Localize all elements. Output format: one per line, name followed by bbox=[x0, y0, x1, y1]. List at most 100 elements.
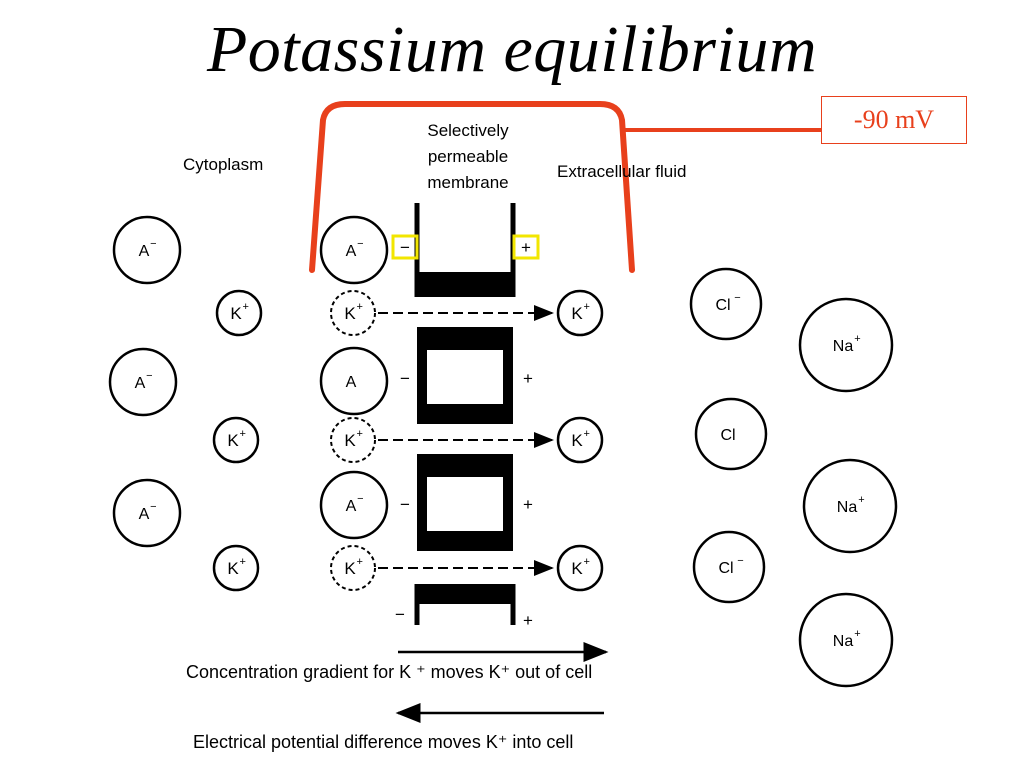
chloride-ion-15: Cl− bbox=[689, 267, 763, 341]
anion-ion-2: A− bbox=[108, 347, 178, 417]
charge-plus-4: + bbox=[523, 611, 533, 630]
potassium-ion-14: K+ bbox=[556, 544, 604, 592]
potassium-ion-charge: + bbox=[239, 428, 245, 440]
anion-ion-label: A bbox=[135, 375, 146, 392]
sodium-ion-charge: + bbox=[858, 494, 864, 506]
membrane-segment-top bbox=[414, 203, 516, 297]
potassium-ion-label: K bbox=[571, 304, 583, 323]
sodium-ion-circle bbox=[798, 297, 894, 393]
charge-minus-2: − bbox=[400, 369, 410, 388]
sodium-ion-circle bbox=[798, 592, 894, 688]
potassium-ion-label: K bbox=[227, 431, 239, 450]
potassium-ion-9: K+ bbox=[212, 416, 260, 464]
ions-layer: A−A−A−AA−A−K+K+K+K+K+K+K+K+K+Cl−ClCl−Na+… bbox=[108, 215, 898, 688]
anion-ion-label: A bbox=[346, 243, 357, 260]
anion-ion-charge: − bbox=[357, 238, 363, 250]
potassium-ion-circle bbox=[212, 416, 260, 464]
charge-minus-top: − bbox=[400, 238, 410, 257]
potassium-ion-7: K+ bbox=[330, 290, 376, 336]
anion-ion-charge: − bbox=[146, 370, 152, 382]
chloride-ion-charge: − bbox=[737, 555, 743, 567]
membrane-segment-bottom bbox=[414, 584, 516, 625]
cytoplasm-label: Cytoplasm bbox=[183, 155, 263, 174]
chloride-ion-16: Cl bbox=[694, 397, 768, 471]
sodium-ion-label: Na bbox=[837, 499, 858, 516]
charge-plus-3: + bbox=[523, 495, 533, 514]
potassium-ion-charge: + bbox=[242, 301, 248, 313]
potassium-ion-charge: + bbox=[356, 556, 362, 568]
sodium-ion-18: Na+ bbox=[798, 297, 894, 393]
electrical-gradient-caption: Electrical potential difference moves K⁺… bbox=[193, 732, 573, 752]
potassium-ion-label: K bbox=[344, 304, 356, 323]
potassium-ion-charge: + bbox=[583, 428, 589, 440]
potassium-ion-label: K bbox=[230, 304, 242, 323]
potential-bracket bbox=[309, 101, 635, 273]
chloride-ion-charge: − bbox=[734, 292, 740, 304]
chloride-ion-17: Cl− bbox=[692, 530, 766, 604]
anion-ion-1: A− bbox=[319, 215, 389, 285]
potassium-ion-charge: + bbox=[356, 301, 362, 313]
anion-ion-3: A bbox=[319, 346, 389, 416]
minus-charge-highlight bbox=[391, 234, 419, 260]
sodium-ion-charge: + bbox=[854, 628, 860, 640]
anion-ion-circle bbox=[112, 478, 182, 548]
membrane-label-line-1: Selectively bbox=[427, 121, 509, 140]
anion-ion-0: A− bbox=[112, 215, 182, 285]
potassium-ion-label: K bbox=[344, 431, 356, 450]
potassium-ion-circle bbox=[330, 290, 376, 336]
charge-plus-top: + bbox=[521, 238, 531, 257]
potassium-ion-label: K bbox=[571, 559, 583, 578]
potassium-ion-circle bbox=[212, 544, 260, 592]
potassium-ion-circle bbox=[330, 545, 376, 591]
membrane-segment-3 bbox=[417, 454, 513, 551]
anion-ion-label: A bbox=[139, 506, 150, 523]
potassium-ion-circle bbox=[556, 416, 604, 464]
potassium-ion-10: K+ bbox=[330, 417, 376, 463]
potassium-ion-6: K+ bbox=[215, 289, 263, 337]
anion-ion-circle bbox=[108, 347, 178, 417]
potassium-ion-label: K bbox=[344, 559, 356, 578]
potassium-ion-charge: + bbox=[583, 301, 589, 313]
membrane-label-line-2: permeable bbox=[428, 147, 508, 166]
membrane-segment-2 bbox=[417, 327, 513, 424]
anion-ion-charge: − bbox=[357, 493, 363, 505]
potassium-ion-label: K bbox=[227, 559, 239, 578]
chloride-ion-label: Cl bbox=[715, 297, 730, 314]
potassium-ion-12: K+ bbox=[212, 544, 260, 592]
potassium-ion-circle bbox=[330, 417, 376, 463]
anion-ion-label: A bbox=[139, 243, 150, 260]
anion-ion-circle bbox=[319, 346, 389, 416]
chloride-ion-label: Cl bbox=[720, 427, 735, 444]
page-title: Potassium equilibrium bbox=[206, 13, 817, 86]
sodium-ion-label: Na bbox=[833, 338, 854, 355]
potassium-ion-charge: + bbox=[356, 428, 362, 440]
membrane-label-line-3: membrane bbox=[427, 173, 508, 192]
sodium-ion-label: Na bbox=[833, 633, 854, 650]
anion-ion-circle bbox=[112, 215, 182, 285]
chloride-ion-circle bbox=[692, 530, 766, 604]
anion-ion-charge: − bbox=[150, 238, 156, 250]
potassium-ion-13: K+ bbox=[330, 545, 376, 591]
sodium-ion-charge: + bbox=[854, 333, 860, 345]
charge-minus-4: − bbox=[395, 605, 405, 624]
potassium-ion-circle bbox=[556, 544, 604, 592]
potassium-ion-label: K bbox=[571, 431, 583, 450]
chloride-ion-circle bbox=[694, 397, 768, 471]
potassium-ion-8: K+ bbox=[556, 289, 604, 337]
anion-ion-charge: − bbox=[150, 501, 156, 513]
anion-ion-label: A bbox=[346, 374, 357, 391]
voltage-label: -90 mV bbox=[821, 96, 967, 144]
anion-ion-4: A− bbox=[112, 478, 182, 548]
potassium-ion-charge: + bbox=[583, 556, 589, 568]
plus-charge-highlight bbox=[512, 234, 540, 260]
extracellular-label: Extracellular fluid bbox=[557, 162, 686, 181]
charge-plus-2: + bbox=[523, 369, 533, 388]
potassium-ion-circle bbox=[215, 289, 263, 337]
chloride-ion-label: Cl bbox=[718, 560, 733, 577]
concentration-gradient-caption: Concentration gradient for K ⁺ moves K⁺ … bbox=[186, 662, 592, 682]
anion-ion-label: A bbox=[346, 498, 357, 515]
sodium-ion-circle bbox=[802, 458, 898, 554]
sodium-ion-19: Na+ bbox=[802, 458, 898, 554]
anion-ion-5: A− bbox=[319, 470, 389, 540]
